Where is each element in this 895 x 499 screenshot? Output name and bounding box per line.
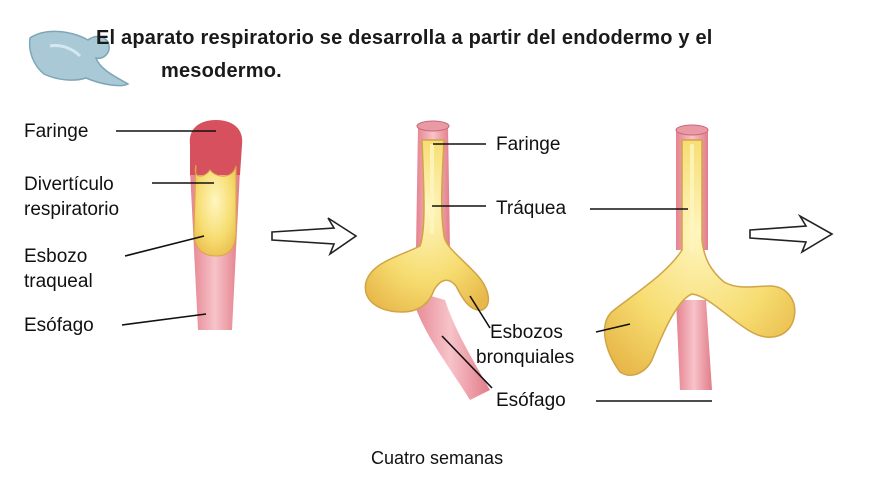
stage2-structure [364,120,490,400]
stage3-structure [603,124,796,390]
label-faringe-2: Faringe [496,134,561,155]
label-traquea: Tráquea [496,198,567,219]
label-traqueal: traqueal [24,271,93,292]
leader-lines-stage2 [432,143,712,402]
label-bronquiales: bronquiales [476,347,575,368]
leader-lines-stage1 [116,130,216,326]
label-faringe: Faringe [24,121,89,142]
arrow-icon [749,213,834,254]
title-line-2: mesodermo. [161,60,282,82]
label-esbozos: Esbozos [490,322,563,343]
label-diverticulo: Divertículo [24,174,114,195]
label-esofago: Esófago [24,315,94,336]
label-respiratorio: respiratorio [24,199,120,220]
arrow-icon [271,217,358,257]
title-line-1: El aparato respiratorio se desarrolla a … [96,27,713,49]
lung-icon [28,30,130,87]
stage1-structure [189,120,243,330]
caption: Cuatro semanas [371,448,504,468]
label-esofago-2: Esófago [496,390,566,411]
label-esbozo: Esbozo [24,246,88,267]
